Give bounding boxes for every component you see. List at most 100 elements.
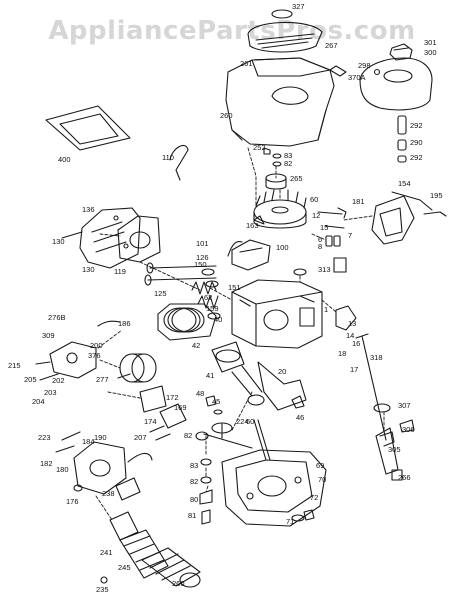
piston-rings bbox=[163, 307, 205, 333]
part-label-80: 80 bbox=[190, 495, 198, 504]
part-label-376: 376 bbox=[88, 351, 101, 360]
part-label-180: 180 bbox=[56, 465, 69, 474]
part-label-200: 200 bbox=[90, 341, 103, 350]
part-label-18: 18 bbox=[338, 349, 346, 358]
part-label-290: 290 bbox=[410, 138, 423, 147]
part-label-292: 292 bbox=[410, 121, 423, 130]
screw-72 bbox=[303, 509, 315, 521]
part-label-13: 13 bbox=[348, 319, 356, 328]
part-label-125: 125 bbox=[154, 289, 167, 298]
piston bbox=[211, 341, 245, 373]
part-label-150: 150 bbox=[194, 260, 207, 269]
valves bbox=[144, 262, 217, 286]
part-label-298: 298 bbox=[358, 61, 371, 70]
part-label-83: 83 bbox=[284, 151, 292, 160]
gasket-176 bbox=[73, 484, 83, 492]
spring-207 bbox=[127, 452, 153, 463]
part-label-207: 207 bbox=[134, 433, 147, 442]
blower-housing-grille bbox=[247, 9, 323, 53]
washer-82b bbox=[195, 431, 209, 441]
part-label-241: 241 bbox=[100, 548, 113, 557]
part-label-48: 48 bbox=[196, 389, 204, 398]
cylinder-head-gasket bbox=[117, 215, 161, 263]
filter-cartridge-260 bbox=[141, 547, 201, 588]
control-link bbox=[423, 211, 447, 217]
part-label-17: 17 bbox=[350, 365, 358, 374]
part-label-8: 8 bbox=[318, 242, 322, 251]
intake-pipe-172 bbox=[139, 385, 167, 413]
washer-82c bbox=[200, 476, 212, 484]
part-label-307: 307 bbox=[398, 401, 411, 410]
gasket-169 bbox=[159, 403, 187, 429]
engine-base-oil-pan bbox=[221, 449, 327, 527]
part-label-318: 318 bbox=[370, 353, 383, 362]
screw-15 bbox=[325, 225, 345, 229]
part-label-277: 277 bbox=[96, 375, 109, 384]
part-label-6: 6 bbox=[318, 235, 322, 244]
part-label-223: 223 bbox=[38, 433, 51, 442]
part-label-45: 45 bbox=[212, 397, 220, 406]
pre-cleaner-245 bbox=[119, 529, 169, 579]
part-label-182: 182 bbox=[40, 459, 53, 468]
part-label-12: 12 bbox=[312, 211, 320, 220]
governor-lever bbox=[335, 305, 357, 331]
part-label-370a: 370A bbox=[348, 73, 366, 82]
part-label-276b: 276B bbox=[48, 313, 66, 322]
part-label-15: 15 bbox=[320, 223, 328, 232]
part-label-305: 305 bbox=[388, 445, 401, 454]
air-filter-376 bbox=[119, 353, 157, 383]
part-label-136: 136 bbox=[82, 205, 95, 214]
screw-235 bbox=[100, 576, 108, 584]
part-label-181: 181 bbox=[352, 197, 365, 206]
part-label-69: 69 bbox=[316, 461, 324, 470]
armature-wire bbox=[227, 240, 243, 257]
part-label-176: 176 bbox=[66, 497, 79, 506]
washer-82 bbox=[272, 161, 282, 167]
part-label-83: 83 bbox=[190, 461, 198, 470]
part-label-186: 186 bbox=[118, 319, 131, 328]
part-label-154: 154 bbox=[398, 179, 411, 188]
part-label-169: 169 bbox=[174, 403, 187, 412]
part-label-400: 400 bbox=[58, 155, 71, 164]
part-label-306: 306 bbox=[402, 425, 415, 434]
part-label-41: 41 bbox=[206, 371, 214, 380]
part-label-60: 60 bbox=[310, 195, 318, 204]
cylinder-head bbox=[79, 207, 141, 269]
part-label-130: 130 bbox=[52, 237, 65, 246]
bushing-313 bbox=[333, 257, 347, 273]
seal-80 bbox=[199, 489, 213, 505]
decal-sheet bbox=[45, 105, 131, 151]
part-label-313: 313 bbox=[318, 265, 331, 274]
part-label-119: 119 bbox=[114, 267, 126, 276]
part-label-300: 300 bbox=[424, 48, 437, 57]
part-label-1: 1 bbox=[324, 305, 328, 314]
governor-gear bbox=[211, 422, 233, 439]
part-label-215: 215 bbox=[8, 361, 21, 370]
armature bbox=[231, 239, 271, 271]
choke-link-186 bbox=[97, 320, 121, 327]
part-label-174: 174 bbox=[144, 417, 157, 426]
part-label-71: 71 bbox=[286, 517, 294, 526]
screw-12 bbox=[317, 207, 347, 219]
part-label-265: 265 bbox=[290, 174, 303, 183]
blower-housing bbox=[225, 57, 335, 147]
part-label-260: 260 bbox=[172, 579, 185, 588]
part-label-101: 101 bbox=[196, 239, 209, 248]
part-label-163: 163 bbox=[246, 221, 259, 230]
cam-pin bbox=[203, 433, 253, 449]
screw-48 bbox=[205, 395, 217, 407]
part-label-72: 72 bbox=[310, 493, 318, 502]
part-label-260: 260 bbox=[220, 111, 233, 120]
muffler-deflector bbox=[397, 115, 407, 163]
part-label-62: 62 bbox=[204, 293, 212, 302]
decal-inner bbox=[59, 113, 119, 145]
oil-tube-seal bbox=[373, 403, 391, 413]
flywheel bbox=[253, 189, 307, 229]
part-label-238: 238 bbox=[102, 489, 115, 498]
muffler bbox=[359, 43, 433, 111]
screw-266 bbox=[391, 469, 403, 481]
part-label-203: 203 bbox=[44, 388, 57, 397]
